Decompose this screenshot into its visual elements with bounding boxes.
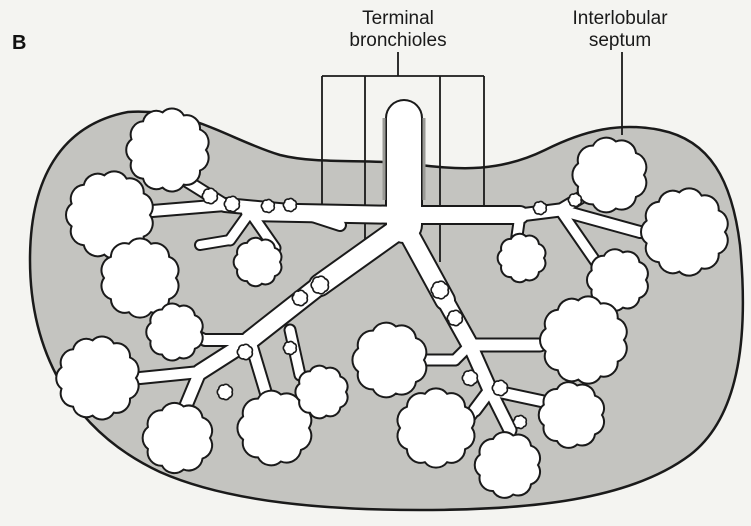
alveolar-bud <box>492 380 507 395</box>
alveolar-bud <box>311 276 328 294</box>
label-terminal-line1: Terminal <box>318 8 478 30</box>
alveolar-bud <box>224 196 239 211</box>
alveolar-bud <box>261 199 274 212</box>
airway-branch <box>200 240 230 245</box>
label-septum-line2: septum <box>545 30 695 52</box>
airway-branch <box>140 372 200 378</box>
label-terminal-line2: bronchioles <box>318 30 478 52</box>
alveolar-bud <box>202 188 217 203</box>
acinus <box>398 388 475 467</box>
alveolar-bud <box>237 344 252 359</box>
acinus <box>143 403 212 473</box>
acinus <box>572 138 646 213</box>
panel-letter: B <box>12 32 26 55</box>
alveolar-bud <box>568 193 581 206</box>
label-interlobular-septum: Interlobular septum <box>545 8 695 52</box>
alveolar-bud <box>283 341 296 354</box>
acinus <box>539 382 604 448</box>
alveolar-bud <box>513 415 526 428</box>
label-septum-line1: Interlobular <box>545 8 695 30</box>
alveolar-bud <box>447 310 462 325</box>
alveolar-bud <box>431 281 448 299</box>
alveolar-bud <box>292 290 307 305</box>
acinus <box>234 238 282 286</box>
alveolar-bud <box>283 198 296 211</box>
acinus <box>352 323 426 398</box>
acinus <box>498 234 546 282</box>
label-terminal-bronchioles: Terminal bronchioles <box>318 8 478 52</box>
acinus <box>475 432 540 498</box>
acinus <box>295 366 347 419</box>
alveolar-bud <box>217 384 232 399</box>
acinus <box>146 304 202 361</box>
alveolar-bud <box>533 201 546 214</box>
alveolar-bud <box>462 370 477 385</box>
